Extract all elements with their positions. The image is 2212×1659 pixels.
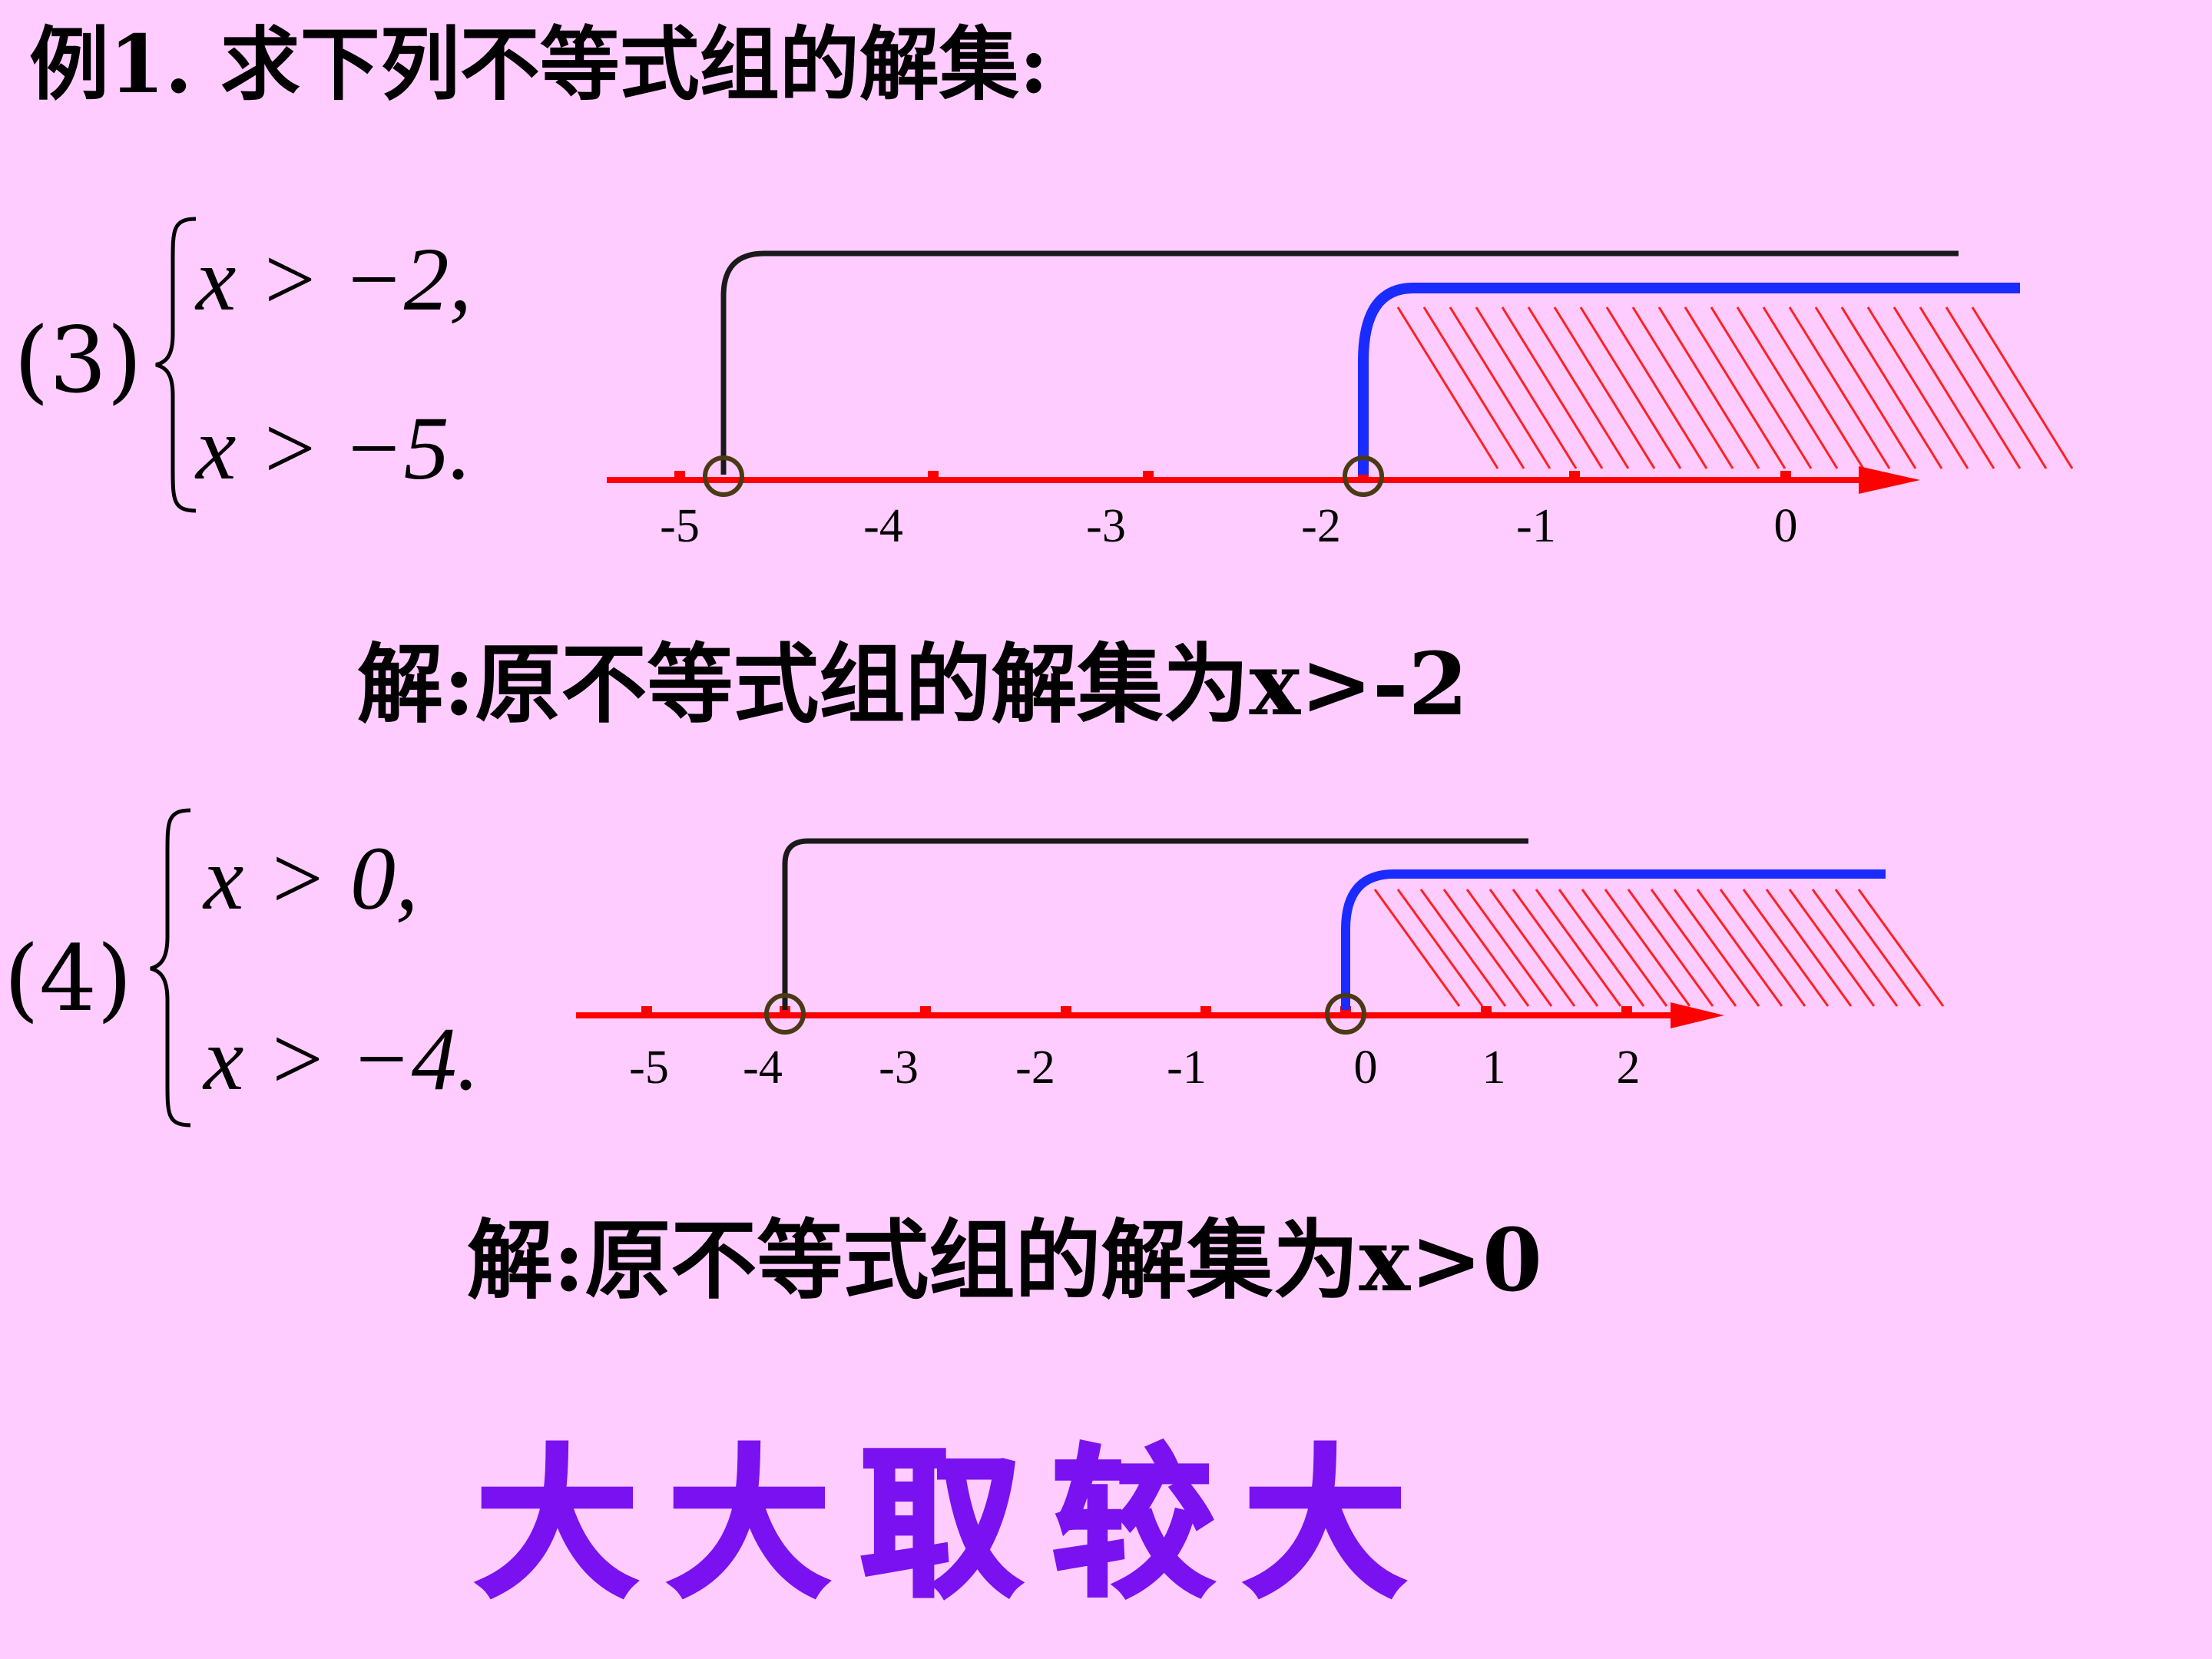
problem-4-solution: 解:原不等式组的解集为x>0 — [467, 1210, 1542, 1311]
page-title: 例1. 求下列不等式组的解集: — [29, 17, 1049, 111]
problem-3-inequality-2: x > −5. — [196, 398, 472, 498]
number-line-tick-mark — [641, 1006, 652, 1015]
number-line-3-range-x-gt-minus-2 — [1358, 283, 2020, 475]
number-line-4-arrow — [1671, 1002, 1724, 1028]
number-line-3-arrow — [1859, 466, 1920, 494]
problem-3-brace — [155, 217, 197, 513]
number-line-tick-label: -3 — [879, 1041, 919, 1094]
number-line-tick-label: -1 — [1167, 1041, 1207, 1094]
hatch-line — [1535, 889, 1622, 1007]
hatch-line — [1857, 889, 1945, 1007]
hatch-line — [1719, 889, 1806, 1007]
number-line-tick-mark — [1143, 471, 1154, 480]
hatch-line — [1501, 306, 1604, 469]
hatch-line — [1627, 889, 1714, 1007]
hatch-line — [1465, 889, 1553, 1007]
hatch-line — [1512, 889, 1599, 1007]
problem-4-label: (4) — [4, 926, 133, 1031]
hatch-line — [1765, 889, 1853, 1007]
number-line-tick-mark — [1481, 1006, 1492, 1015]
number-line-tick-mark — [928, 471, 939, 480]
hatch-line — [1673, 889, 1760, 1007]
number-line-4-endpoint-minus-4 — [764, 993, 806, 1035]
hatch-line — [1396, 306, 1499, 469]
number-line-4-range-x-gt-0 — [1341, 869, 1886, 1010]
number-line-tick-mark — [920, 1006, 931, 1015]
hatch-line — [1866, 306, 1969, 469]
hatch-line — [1553, 306, 1656, 469]
number-line-tick-label: -2 — [1301, 500, 1341, 552]
number-line-tick-mark — [674, 471, 685, 480]
problem-4-inequality-1: x > 0, — [204, 828, 419, 929]
hatch-line — [1488, 889, 1576, 1007]
number-line-tick-label: -5 — [660, 500, 700, 552]
problem-3-label: (3) — [14, 307, 143, 413]
hatch-line — [1604, 889, 1691, 1007]
number-line-tick-mark — [1780, 471, 1791, 480]
hatch-line — [1581, 889, 1668, 1007]
hatch-line — [1527, 306, 1630, 469]
number-line-tick-label: -4 — [743, 1041, 783, 1094]
hatch-line — [1834, 889, 1922, 1007]
number-line-tick-label: 0 — [1354, 1041, 1378, 1094]
number-line-4-endpoint-0 — [1325, 993, 1366, 1035]
hatch-line — [1762, 306, 1865, 469]
hatch-line — [1710, 306, 1813, 469]
number-line-3: -5 -4 -3 -2 -1 0 — [607, 250, 2074, 552]
hatch-line — [1684, 306, 1786, 469]
problem-4-inequality-2: x > −4. — [204, 1008, 480, 1109]
number-line-tick-label: -4 — [863, 500, 903, 552]
hatch-line — [1579, 306, 1682, 469]
hatch-line — [1811, 889, 1899, 1007]
hatch-line — [1971, 306, 2074, 469]
problem-3-solution: 解:原不等式组的解集为x>-2 — [357, 634, 1469, 735]
number-line-tick-label: -3 — [1086, 500, 1126, 552]
number-line-tick-mark — [1569, 471, 1580, 480]
number-line-tick-mark — [1621, 1006, 1632, 1015]
number-line-3-range-x-gt-minus-5 — [720, 250, 1959, 475]
hatch-line — [1814, 306, 1917, 469]
number-line-tick-mark — [1200, 1006, 1211, 1015]
number-line-4-hatch — [1373, 889, 1945, 1007]
hatch-line — [1373, 889, 1461, 1007]
hatch-line — [1631, 306, 1734, 469]
number-line-tick-mark — [1061, 1006, 1071, 1015]
hatch-line — [1605, 306, 1708, 469]
hatch-line — [1442, 889, 1530, 1007]
hatch-line — [1788, 306, 1891, 469]
hatch-line — [1657, 306, 1760, 469]
number-line-tick-label: 2 — [1617, 1041, 1641, 1094]
number-line-3-endpoint-minus-5 — [703, 455, 744, 497]
hatch-line — [1449, 306, 1551, 469]
hatch-line — [1945, 306, 2048, 469]
number-line-tick-label: -2 — [1015, 1041, 1055, 1094]
hatch-line — [1419, 889, 1507, 1007]
hatch-line — [1396, 889, 1484, 1007]
number-line-4-range-x-gt-minus-4 — [782, 838, 1528, 1010]
hatch-line — [1696, 889, 1783, 1007]
number-line-3-endpoint-minus-2 — [1343, 455, 1384, 497]
motto: 大大取较大 — [474, 1429, 1437, 1621]
hatch-line — [1650, 889, 1737, 1007]
hatch-line — [1736, 306, 1839, 469]
hatch-line — [1788, 889, 1876, 1007]
hatch-line — [1422, 306, 1525, 469]
hatch-line — [1919, 306, 2022, 469]
problem-3-inequality-1: x > −2, — [196, 229, 472, 329]
number-line-3-hatch — [1396, 306, 2074, 469]
hatch-line — [1892, 306, 1995, 469]
hatch-line — [1475, 306, 1578, 469]
number-line-tick-label: 1 — [1482, 1041, 1506, 1094]
number-line-tick-label: -5 — [629, 1041, 669, 1094]
hatch-line — [1558, 889, 1645, 1007]
number-line-tick-label: -1 — [1516, 500, 1556, 552]
problem-4-brace — [150, 808, 191, 1128]
hatch-line — [1742, 889, 1830, 1007]
number-line-tick-label: 0 — [1774, 500, 1798, 552]
number-line-4: -5 -4 -3 -2 -1 0 1 2 — [576, 838, 1945, 1094]
hatch-line — [1840, 306, 1943, 469]
